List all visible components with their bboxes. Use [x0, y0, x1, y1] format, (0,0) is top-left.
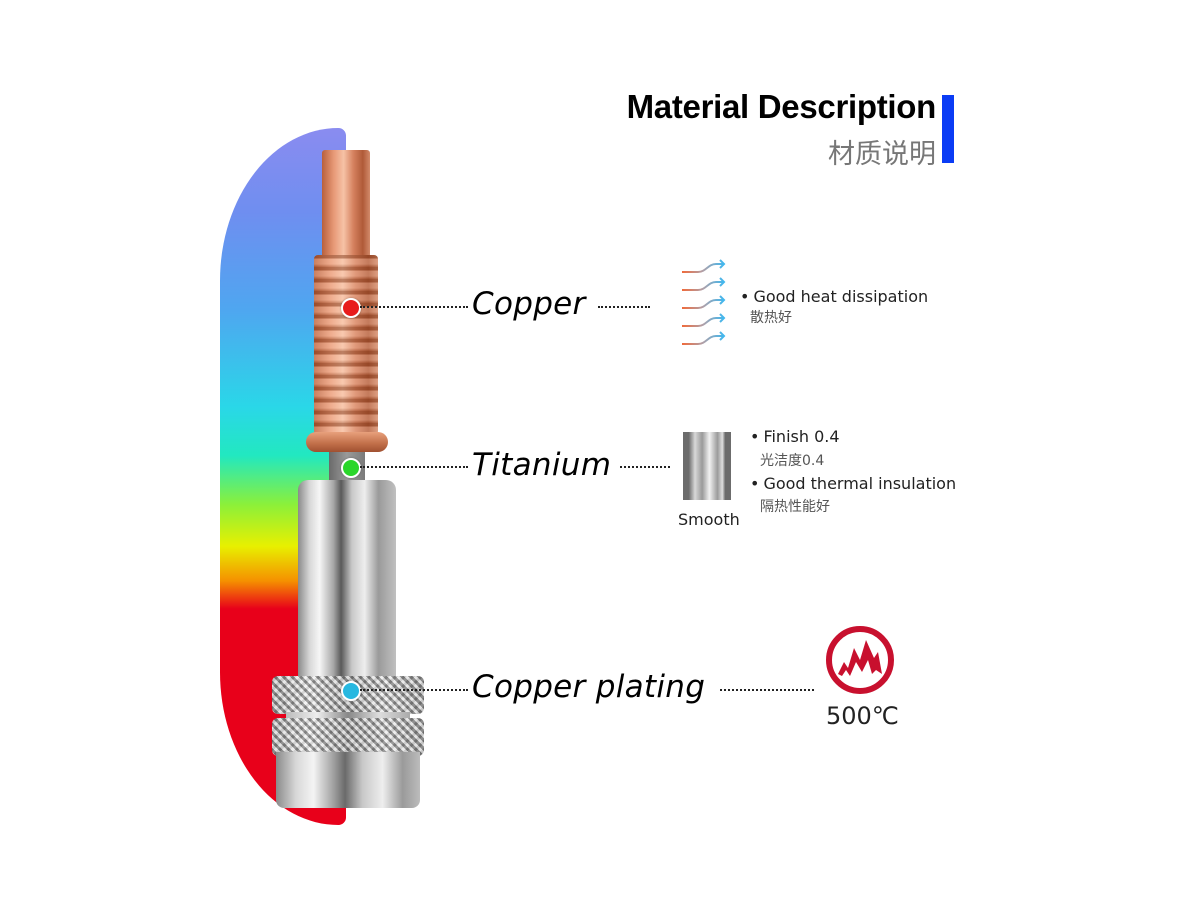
titanium-feature-1: •Finish 0.4: [750, 427, 840, 446]
copper-flange: [306, 432, 388, 452]
titanium-label: Titanium: [472, 447, 612, 483]
heat-arrow: [682, 259, 726, 273]
ring-groove: [286, 712, 410, 720]
copper-tube: [322, 150, 370, 260]
flame-icon-ring: [826, 626, 894, 694]
smooth-surface-swatch: [683, 432, 731, 500]
knurled-ring-lower: [272, 718, 424, 756]
max-temperature: 500℃: [826, 702, 899, 730]
flame-icon-flame: [838, 640, 882, 676]
page-title: Material Description: [626, 88, 937, 125]
arrow-group: [682, 259, 726, 345]
titanium-marker-dot: [341, 458, 361, 478]
bullet: •: [750, 427, 760, 446]
bullet: •: [740, 287, 750, 306]
copper-marker-dot: [341, 298, 361, 318]
titanium-leader-line: [360, 466, 468, 468]
title-accent-bar: [942, 95, 954, 163]
titanium-feature-2-cn: 隔热性能好: [760, 499, 830, 515]
heat-arrow: [682, 277, 726, 291]
titanium-feature-2: •Good thermal insulation: [750, 474, 956, 493]
heat-arrow: [682, 295, 726, 309]
heat-arrow: [682, 331, 726, 345]
feature-text: Finish 0.4: [763, 427, 840, 446]
copper-thread: [314, 255, 378, 435]
copper-plating-leader-line: [360, 689, 468, 691]
titanium-leader-line-right: [620, 466, 670, 468]
copper-plating-label: Copper plating: [472, 669, 706, 705]
feature-text: Good thermal insulation: [763, 474, 957, 493]
plated-foot: [276, 752, 420, 808]
plated-body: [298, 480, 396, 680]
smooth-caption: Smooth: [678, 510, 740, 529]
copper-label: Copper: [472, 286, 586, 322]
copper-plating-leader-line-right: [720, 689, 814, 691]
copper-plating-marker-dot: [341, 681, 361, 701]
copper-feature-1: •Good heat dissipation: [740, 287, 928, 306]
copper-feature-1-cn: 散热好: [750, 310, 792, 326]
page-subtitle: 材质说明: [828, 139, 936, 170]
bullet: •: [750, 474, 760, 493]
feature-text: Good heat dissipation: [753, 287, 929, 306]
titanium-feature-1-cn: 光洁度0.4: [760, 453, 825, 469]
heat-arrow: [682, 313, 726, 327]
heat-dissipation-arrows-icon: [682, 259, 726, 345]
flame-icon: [826, 626, 894, 694]
copper-leader-line: [360, 306, 468, 308]
copper-leader-line-right: [598, 306, 650, 308]
